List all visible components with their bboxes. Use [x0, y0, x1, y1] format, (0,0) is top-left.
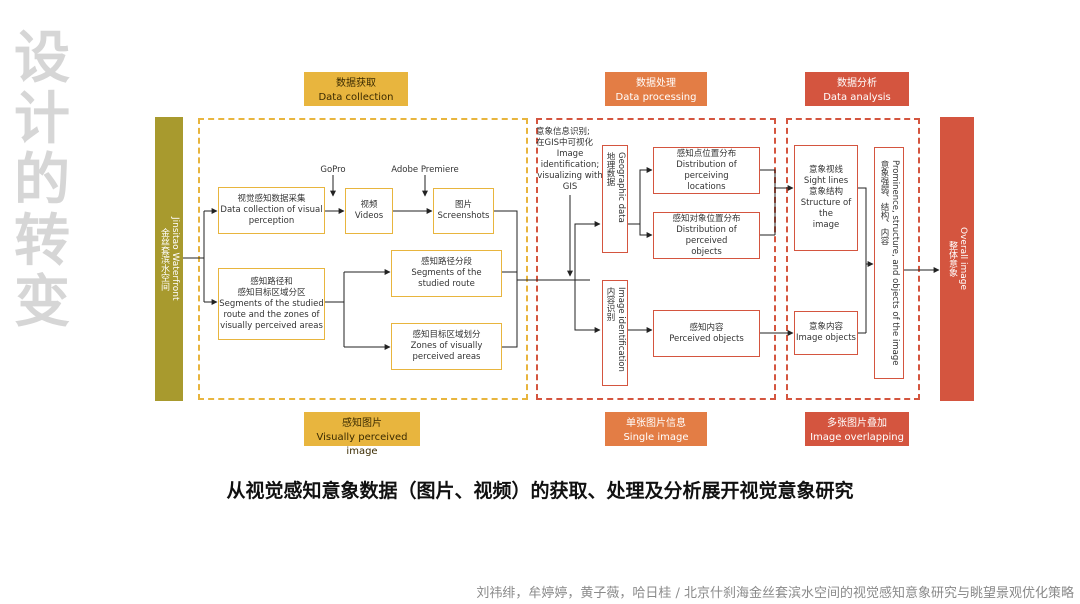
box-segments-of-route: 感知路径分段 Segments of the studied route — [391, 250, 502, 297]
box-zh: 感知点位置分布 — [676, 148, 737, 159]
box-en: Data collection of visual — [220, 205, 323, 215]
box-segments-and-zones: 感知路径和 感知目标区域分区 Segments of the studied r… — [218, 268, 325, 340]
box-data-collection-visual-perception: 视觉感知数据采集 Data collection of visual perce… — [218, 187, 325, 234]
box-en: Screenshots — [437, 211, 490, 221]
header-zh: 数据获取 — [336, 78, 376, 89]
box-zh: 感知内容 — [689, 322, 724, 333]
box-geographic-data: 地理数据 Geographic data — [602, 145, 628, 253]
box-zones-of-perceived-areas: 感知目标区域划分 Zones of visually perceived are… — [391, 323, 502, 370]
box-perceived-objects-distribution: 感知对象位置分布 Distribution of perceived objec… — [653, 212, 760, 259]
box-en: Distribution of perceiving — [676, 159, 737, 181]
label-adobe-premiere: Adobe Premiere — [391, 165, 459, 175]
footer-en: Single image — [623, 432, 689, 443]
bar-jinsitao-waterfront: 金丝套滨水空间 Jinsitao Waterfront — [155, 117, 183, 401]
header-en: Data analysis — [823, 92, 891, 103]
box-zh: 意象内容 — [808, 322, 843, 332]
vbox-en: Geographic data — [616, 152, 626, 223]
bar-zh: 整体意象 — [947, 241, 957, 277]
label-gopro: GoPro — [320, 165, 346, 175]
box-en: locations — [687, 181, 726, 192]
box-zh: 图片 — [454, 200, 472, 210]
box-zh: 视频 — [360, 200, 378, 210]
citation-footer: 刘祎绯，牟婷婷，黄子薇，哈日桂 / 北京什刹海金丝套滨水空间的视觉感知意象研究与… — [476, 586, 1074, 601]
box-en: Segments of the — [411, 268, 482, 278]
box-en: route and the zones of — [223, 309, 320, 320]
box-zh: 感知目标区域分区 — [237, 287, 306, 298]
side-title-char: 计 — [14, 87, 70, 152]
footer-zh: 感知图片 — [342, 418, 382, 429]
footer-single-image: 单张图片信息 Single image — [605, 412, 707, 446]
frame-data-analysis — [786, 118, 920, 400]
bar-overall-image: 整体意象 Overall image — [940, 117, 974, 401]
box-en: Segments of the studied — [219, 298, 324, 309]
note-line: 在GIS中可视化 — [536, 138, 593, 148]
header-zh: 数据分析 — [837, 78, 877, 89]
box-en: studied route — [418, 279, 475, 289]
footer-image-overlapping: 多张图片叠加 Image overlapping — [805, 412, 909, 446]
vbox-zh: 意象强弱、结构、内容 — [879, 160, 889, 245]
vbox-en: Prominence, structure, and objects of th… — [890, 160, 900, 366]
header-en: Data collection — [318, 92, 394, 103]
vbox-zh: 内容识别 — [605, 287, 615, 321]
box-en: Sight lines — [803, 176, 849, 186]
box-en: Zones of visually — [410, 341, 483, 351]
header-data-processing: 数据处理 Data processing — [605, 72, 707, 106]
footer-zh: 多张图片叠加 — [827, 418, 887, 429]
side-title-char: 设 — [14, 26, 70, 91]
bar-en: Overall image — [958, 227, 968, 291]
box-perceived-objects: 感知内容 Perceived objects — [653, 310, 760, 357]
footer-en: Image overlapping — [810, 432, 904, 443]
frame-data-processing — [536, 118, 776, 400]
vbox-zh: 地理数据 — [605, 152, 615, 186]
box-zh: 感知路径和 — [250, 276, 293, 287]
box-en: Structure of the — [800, 198, 852, 219]
side-title-char: 的 — [14, 148, 70, 213]
box-zh: 感知路径分段 — [420, 257, 472, 267]
box-zh: 意象结构 — [808, 187, 843, 197]
note-image-identification-gis: 意象信息识别; 在GIS中可视化 Image identification; v… — [536, 127, 604, 193]
note-line: GIS — [562, 182, 578, 192]
header-data-analysis: 数据分析 Data analysis — [805, 72, 909, 106]
note-line: 意象信息识别; — [536, 127, 590, 137]
bar-zh: 金丝套滨水空间 — [159, 227, 169, 291]
box-en: perceived areas — [412, 352, 481, 362]
vbox-en: Image identification — [616, 287, 626, 372]
header-zh: 数据处理 — [636, 78, 676, 89]
header-en: Data processing — [615, 92, 697, 103]
box-en: Perceived objects — [669, 333, 744, 344]
box-zh: 感知目标区域划分 — [412, 330, 481, 340]
box-videos: 视频 Videos — [345, 188, 393, 234]
footer-zh: 单张图片信息 — [626, 418, 686, 429]
note-line: identification; — [540, 160, 600, 170]
box-image-identification: 内容识别 Image identification — [602, 280, 628, 386]
box-en: objects — [691, 246, 722, 257]
box-en: visually perceived areas — [220, 320, 323, 331]
box-prominence-structure-objects: 意象强弱、结构、内容 Prominence, structure, and ob… — [874, 147, 904, 379]
box-en: Distribution of perceived — [676, 224, 737, 246]
box-en: image — [812, 220, 840, 230]
frame-data-collection — [198, 118, 528, 400]
box-zh: 意象视线 — [808, 165, 843, 175]
side-title-char: 变 — [14, 270, 70, 335]
box-zh: 视觉感知数据采集 — [237, 194, 306, 204]
box-perceiving-locations: 感知点位置分布 Distribution of perceiving locat… — [653, 147, 760, 194]
box-en: Videos — [354, 211, 384, 221]
side-title: 设 计 的 转 变 — [8, 28, 76, 333]
footer-en: Visually perceived image — [316, 432, 408, 457]
box-en: perception — [248, 216, 295, 226]
box-zh: 感知对象位置分布 — [672, 213, 741, 224]
box-sight-lines-structure: 意象视线 Sight lines 意象结构 Structure of the i… — [794, 145, 858, 251]
footer-visually-perceived-image: 感知图片 Visually perceived image — [304, 412, 420, 457]
box-image-objects: 意象内容 Image objects — [794, 311, 858, 355]
box-en: Image objects — [796, 333, 856, 343]
box-screenshots: 图片 Screenshots — [433, 188, 494, 234]
note-line: Image — [556, 149, 584, 159]
header-data-collection: 数据获取 Data collection — [304, 72, 408, 106]
slide-tagline: 从视觉感知意象数据（图片、视频）的获取、处理及分析展开视觉意象研究 — [226, 480, 854, 502]
note-line: visualizing with — [537, 171, 603, 181]
bar-en: Jinsitao Waterfront — [170, 217, 180, 301]
side-title-char: 转 — [14, 209, 70, 274]
